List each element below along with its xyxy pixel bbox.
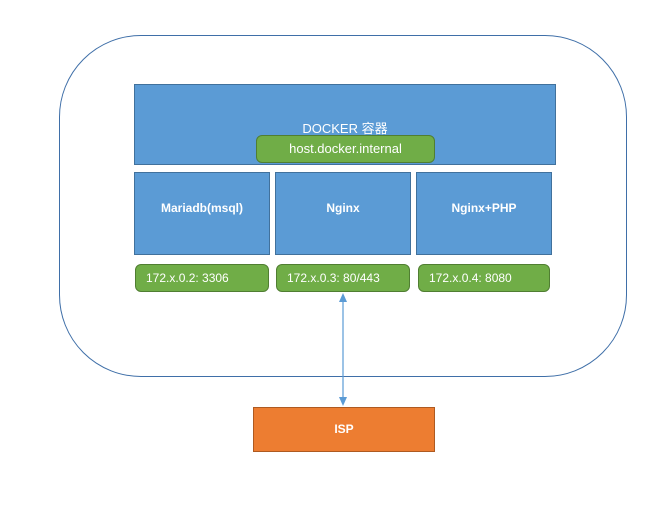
service-box-nginx-php: Nginx+PHP	[416, 172, 552, 255]
isp-box: ISP	[253, 407, 435, 452]
service-name-nginx: Nginx	[326, 201, 360, 215]
connector-arrow-down	[339, 397, 347, 406]
host-docker-internal-label: host.docker.internal	[256, 135, 435, 163]
service-box-nginx: Nginx	[275, 172, 411, 255]
service-name-nginx-php: Nginx+PHP	[451, 201, 517, 215]
docker-container-title: DOCKER 容器	[302, 121, 388, 136]
service-name-mariadb: Mariadb(msql)	[160, 201, 243, 215]
connector-arrow-up	[339, 293, 347, 302]
address-mariadb: 172.x.0.2: 3306	[135, 264, 269, 292]
service-box-mariadb: Mariadb(msql)	[134, 172, 270, 255]
address-nginx: 172.x.0.3: 80/443	[276, 264, 410, 292]
address-nginx-php: 172.x.0.4: 8080	[418, 264, 550, 292]
